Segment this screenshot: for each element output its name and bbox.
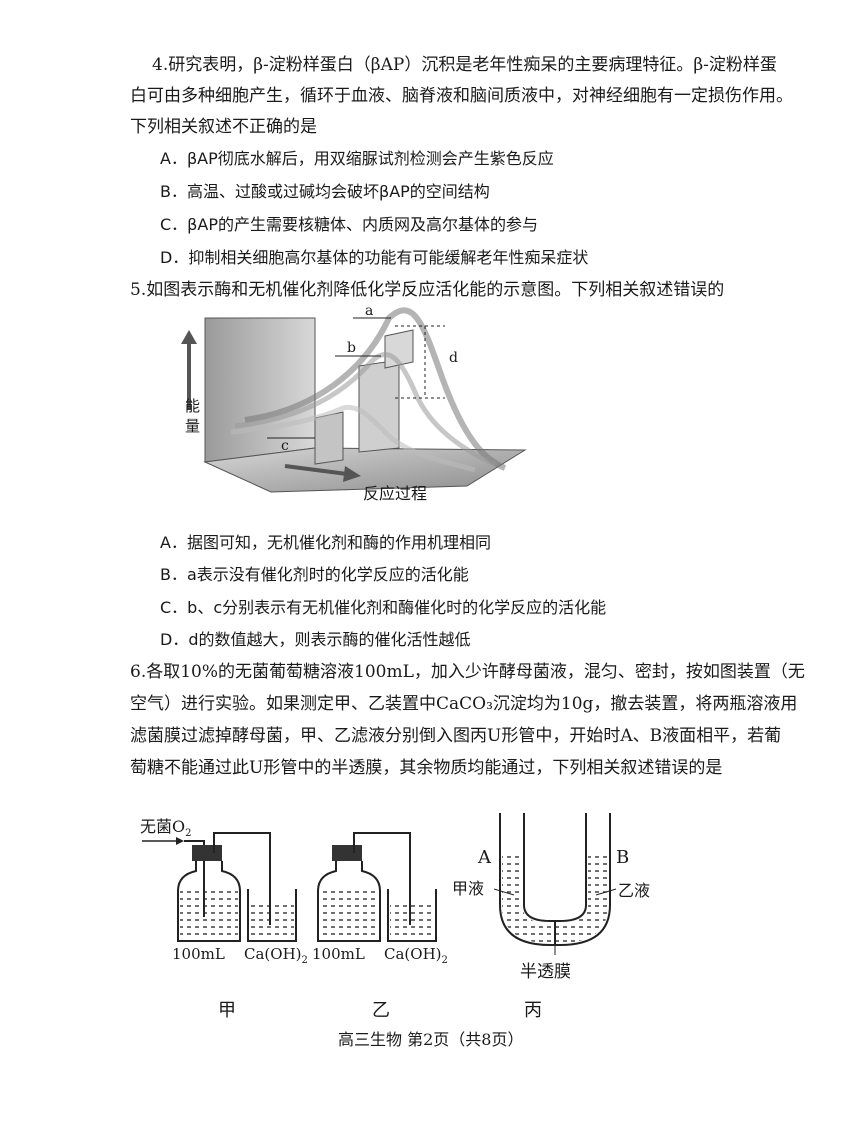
tube-label-b: B: [616, 847, 630, 868]
q6-stem-line-3: 滤菌膜过滤掉酵母菌，甲、乙滤液分别倒入图丙U形管中，开始时A、B液面相平，若葡: [130, 726, 782, 746]
right-liquid-leader: [595, 888, 617, 896]
o2-label-text: 无菌O: [140, 817, 186, 836]
q5-option-b: B．a表示没有催化剂时的化学反应的活化能: [160, 565, 469, 584]
o2-arrowhead: [176, 837, 184, 845]
floor: [203, 447, 527, 493]
energy-axis-label: 能量: [185, 397, 201, 435]
left-liquid-leader: [493, 888, 515, 896]
u-tube-liquid: [502, 855, 608, 943]
q6-stem-line-1: 6.各取10%的无菌葡萄糖溶液100mL，加入少许酵母菌液，混匀、密封，按如图装…: [130, 662, 805, 682]
yi-beaker-reagent: Ca(OH)2: [384, 945, 448, 966]
yi-reagent-text: Ca(OH): [384, 945, 442, 963]
caption-bing: 丙: [524, 1000, 542, 1021]
q4-stem-line-1: 4.研究表明，β-淀粉样蛋白（βAP）沉积是老年性痴呆的主要病理特征。β-淀粉样…: [152, 55, 777, 75]
yi-reagent-sub: 2: [441, 955, 448, 966]
label-a: a: [365, 303, 374, 319]
jia-beaker-reagent: Ca(OH)2: [244, 945, 308, 966]
yi-beaker: [387, 889, 437, 942]
step-low: [314, 411, 344, 465]
q4-option-b: B．高温、过酸或过碱均会破坏βAP的空间结构: [160, 182, 490, 201]
curve-uncatalyzed: [244, 307, 507, 471]
jia-flask-liquid: [180, 891, 238, 939]
q4-option-d: D．抑制相关细胞高尔基体的功能有可能缓解老年性痴呆症状: [160, 248, 589, 267]
q5-option-d: D．d的数值越大，则表示酶的催化活性越低: [160, 630, 471, 649]
jia-flask-volume: 100mL: [172, 945, 225, 963]
q4-stem-line-2: 白可由多种细胞产生，循环于血液、脑脊液和脑间质液中，对神经细胞有一定损伤作用。: [130, 86, 793, 106]
q4-option-a: A．βAP彻底水解后，用双缩脲试剂检测会产生紫色反应: [160, 149, 554, 168]
jia-stopper: [192, 845, 222, 861]
u-tube-inner: [523, 813, 587, 922]
jia-beaker: [247, 889, 297, 942]
yi-outlet-tube: [353, 832, 411, 925]
caption-yi: 乙: [372, 1000, 390, 1021]
process-axis-label: 反应过程: [363, 484, 428, 503]
q4-stem-line-3: 下列相关叙述不正确的是: [130, 117, 317, 137]
yi-flask-liquid: [320, 891, 378, 939]
q5-option-c: C．b、c分别表示有无机催化剂和酶催化时的化学反应的活化能: [160, 598, 607, 617]
q6-stem-line-4: 萄糖不能通过此U形管中的半透膜，其余物质均能通过，下列相关叙述错误的是: [130, 758, 723, 778]
back-wall: [204, 317, 316, 463]
curve-inorganic: [234, 352, 497, 468]
q6-stem-line-2: 空气）进行实验。如果测定甲、乙装置中CaCO₃沉淀均为10g，撤去装置，将两瓶溶…: [130, 694, 798, 714]
jia-flask: [177, 861, 241, 942]
fermentation-apparatus-figure: 无菌O2 100mL Ca(OH)2 100mL Ca(OH)2 A B 甲液 …: [130, 805, 690, 985]
process-axis-arrow: [284, 464, 348, 476]
jia-beaker-liquid: [250, 903, 294, 939]
tube-label-a: A: [478, 847, 491, 868]
apparatus-diagram: [142, 813, 617, 955]
left-liquid-label: 甲液: [452, 879, 485, 898]
jia-reagent-text: Ca(OH): [244, 945, 302, 963]
label-c: c: [281, 438, 289, 454]
o2-label-sub: 2: [185, 828, 192, 840]
q5-option-a: A．据图可知，无机催化剂和酶的作用机理相同: [160, 533, 491, 552]
label-d: d: [449, 350, 458, 366]
q5-stem: 5.如图表示酶和无机催化剂降低化学反应活化能的示意图。下列相关叙述错误的: [130, 280, 725, 300]
activation-energy-diagram: [181, 307, 527, 493]
right-liquid-label: 乙液: [618, 881, 651, 900]
yi-beaker-liquid: [390, 903, 434, 939]
yi-stopper: [332, 845, 362, 861]
o2-label: 无菌O2: [140, 813, 192, 839]
page-footer: 高三生物 第2页（共8页）: [338, 1030, 524, 1049]
caption-jia: 甲: [218, 1000, 236, 1021]
membrane-label: 半透膜: [520, 962, 571, 982]
jia-reagent-sub: 2: [301, 955, 308, 966]
jia-outlet-tube: [213, 832, 271, 925]
label-b: b: [347, 340, 356, 356]
q4-option-c: C．βAP的产生需要核糖体、内质网及高尔基体的参与: [160, 215, 538, 234]
yi-flask-volume: 100mL: [312, 945, 365, 963]
yi-flask: [317, 861, 381, 942]
curve-enzyme: [230, 404, 476, 473]
energy-axis-arrowhead: [181, 330, 197, 344]
process-axis-arrowhead: [343, 466, 361, 482]
activation-energy-figure: a b c d 能量 反应过程: [175, 300, 535, 512]
